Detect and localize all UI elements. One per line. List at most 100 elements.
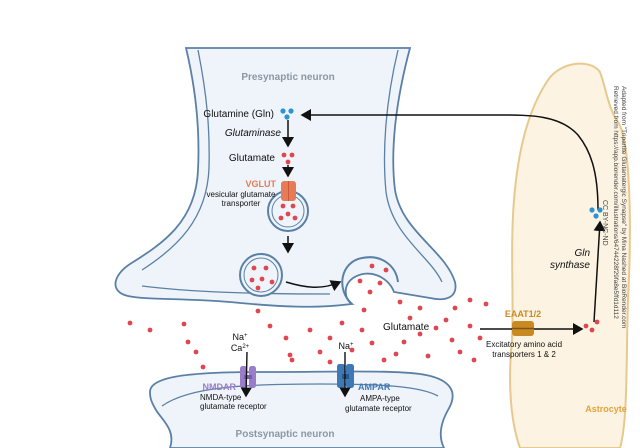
nmdar-receptor (240, 366, 256, 388)
glutamate-molecule (251, 265, 257, 271)
glutamate-molecule (467, 297, 473, 303)
glutamate-molecule (381, 357, 387, 363)
glutamate-molecule (339, 320, 345, 326)
eaat-desc-line1: Excitatory amino acid (486, 340, 562, 349)
glutamate-molecule (467, 323, 473, 329)
glutamine-molecule (284, 114, 290, 120)
glutamate-label-pre: Glutamate (229, 153, 276, 164)
glutamate-molecule (269, 279, 275, 285)
glutamate-molecule (249, 277, 255, 283)
glutamate-molecule (280, 203, 286, 209)
eaat-transporter (512, 321, 534, 336)
nmdar-desc-line1: NMDA-type (200, 393, 242, 402)
glutamate-molecule (255, 308, 261, 314)
glutamine-molecule (593, 213, 599, 219)
postsynaptic-neuron (149, 370, 454, 448)
glutamate-molecule (357, 278, 363, 284)
ampar-label: AMPAR (358, 382, 391, 392)
credits-line1: Adapted from "Tripartite Glutamatergic S… (620, 86, 627, 328)
exocytosis-vesicle (341, 256, 399, 305)
glutamate-molecule (255, 285, 261, 291)
glutamate-molecule (285, 211, 291, 217)
glutamate-molecule (147, 327, 153, 333)
glutamate-molecule (425, 353, 431, 359)
vglut-transporter (281, 181, 296, 201)
nmdar-label: NMDAR (203, 382, 237, 392)
glutamate-molecule (359, 327, 365, 333)
glutamate-molecule (281, 152, 287, 158)
glutamate-molecule (200, 364, 206, 370)
glutamate-molecule (367, 289, 373, 295)
glutamate-molecule (377, 280, 383, 286)
astrocyte-cell (509, 62, 631, 448)
postsynaptic-label: Postsynaptic neuron (236, 429, 335, 440)
glutamate-molecule (417, 331, 423, 337)
glutamate-molecule (452, 305, 458, 311)
glutamate-molecule (393, 351, 399, 357)
astrocyte-label: Astrocyte (585, 404, 627, 414)
glutamate-molecule (397, 299, 403, 305)
glutamate-molecule (307, 327, 313, 333)
glutamine-molecule (597, 207, 603, 213)
glutamate-molecule (457, 349, 463, 355)
glutamate-molecule (285, 159, 291, 165)
ampar-desc-line1: AMPA-type (360, 394, 400, 403)
glutamate-molecule (483, 301, 489, 307)
glutamate-molecule (289, 152, 295, 158)
glutamate-molecule (417, 305, 423, 311)
glutamate-molecule (369, 340, 375, 346)
glutamate-molecule (185, 339, 191, 345)
glutamate-dots (127, 152, 600, 370)
glutamine-label: Glutamine (Gln) (203, 109, 274, 120)
arrow-exocytosis (285, 280, 342, 292)
glutamate-molecule (449, 337, 455, 343)
glutamate-molecule (583, 323, 589, 329)
glutamate-molecule (327, 335, 333, 341)
ampar-ion-na: Na+ (338, 341, 354, 351)
glutamate-molecule (361, 307, 367, 313)
gln-synthase-line1: Gln (574, 248, 590, 259)
glutamate-molecule (283, 335, 289, 341)
presynaptic-label: Presynaptic neuron (241, 72, 334, 83)
credits: Adapted from "Tripartite Glutamatergic S… (612, 86, 627, 328)
vglut-desc-line1: vesicular glutamate (207, 190, 276, 199)
vesicle-full (239, 253, 283, 297)
glutamate-molecule (289, 357, 295, 363)
glutamine-molecule (288, 108, 294, 114)
glutamate-molecule (383, 267, 389, 273)
gln-synthase-line2: synthase (550, 260, 590, 271)
glutamate-molecule (327, 359, 333, 365)
ampar-desc-line2: glutamate receptor (345, 404, 412, 413)
vglut-label: VGLUT (246, 179, 277, 189)
nmdar-ion-ca: Ca2+ (231, 343, 250, 353)
nmdar-desc-line2: glutamate receptor (200, 402, 267, 411)
nmdar-ion-na: Na+ (232, 332, 248, 342)
glutamate-molecule (181, 321, 187, 327)
glutamine-molecule (589, 207, 595, 213)
arrow-gln-synthase (593, 220, 606, 323)
glutaminase-label: Glutaminase (225, 128, 282, 139)
glutamine-molecule (280, 108, 286, 114)
eaat-label: EAAT1/2 (505, 309, 541, 319)
license-label: CC BY-NC-ND (601, 200, 608, 246)
glutamate-molecule (267, 323, 273, 329)
glutamate-molecule (127, 320, 133, 326)
glutamate-molecule (287, 352, 293, 358)
presynaptic-neuron (114, 47, 457, 308)
glutamate-molecule (401, 339, 407, 345)
glutamate-molecule (594, 319, 600, 325)
glutamate-molecule (589, 327, 595, 333)
glutamate-molecule (259, 276, 265, 282)
glutamate-molecule (290, 203, 296, 209)
glutamate-molecule (433, 325, 439, 331)
glutamine-dots (280, 108, 603, 219)
glutamate-molecule (263, 265, 269, 271)
glutamate-molecule (471, 357, 477, 363)
glutamate-molecule (292, 215, 298, 221)
glutamate-molecule (193, 349, 199, 355)
glutamate-molecule (477, 335, 483, 341)
cleft-glutamate-label: Glutamate (383, 322, 430, 333)
glutamate-molecule (369, 263, 375, 269)
eaat-desc-line2: transporters 1 & 2 (492, 350, 556, 359)
